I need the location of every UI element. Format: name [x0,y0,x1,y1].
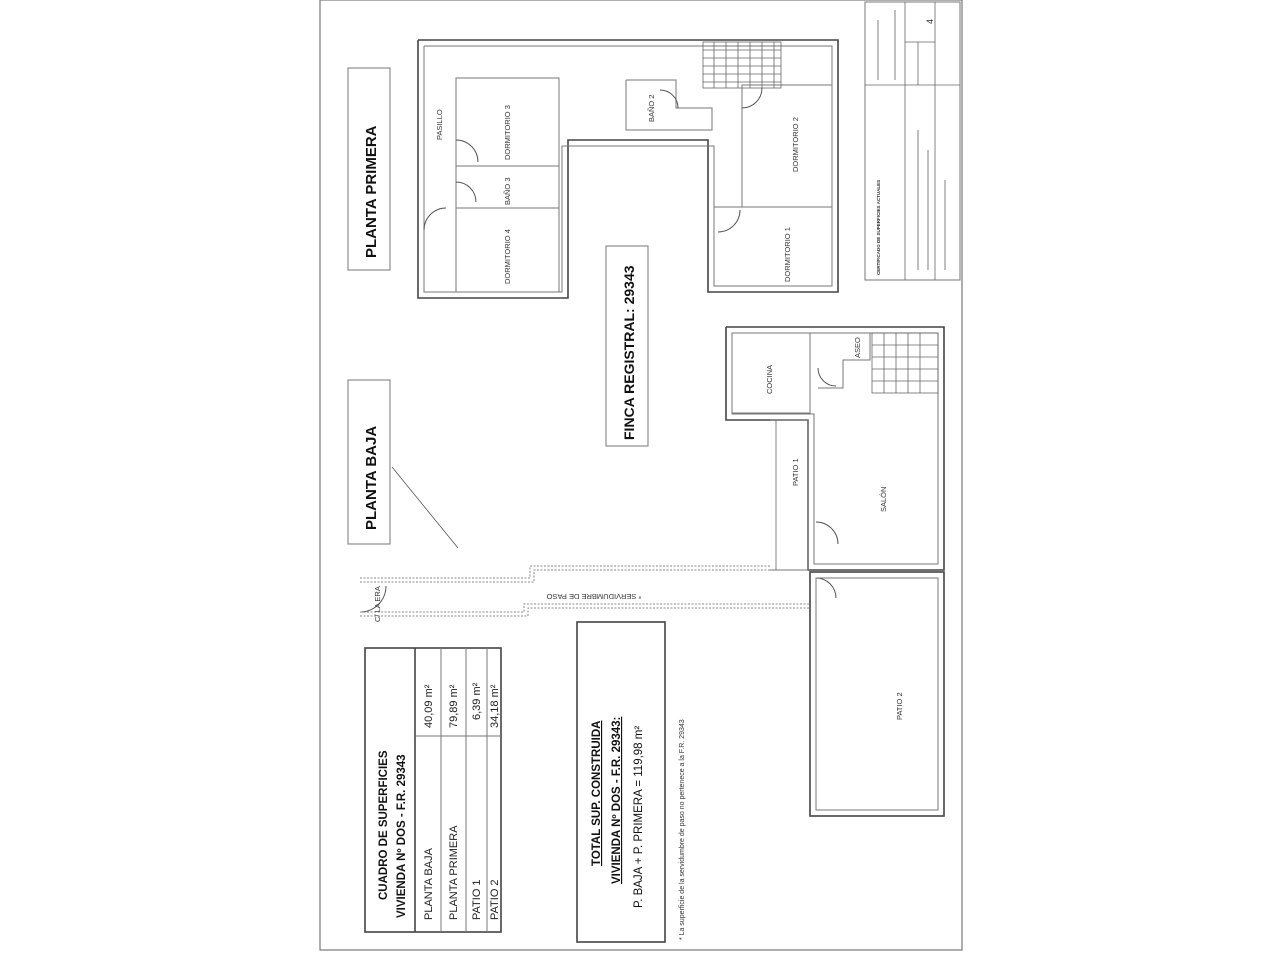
street-label: C/ LA ERA [373,586,382,622]
planta-primera-label: PLANTA PRIMERA [363,125,380,258]
room-cocina: COCINA [765,365,774,394]
table-row-value: 79,89 m² [448,684,460,728]
sheet-number: 4 [925,19,935,24]
table-row-name: PLANTA BAJA [423,847,435,920]
surface-table: CUADRO DE SUPERFICIES VIVIENDA Nº DOS - … [364,647,502,933]
room-patio-1: PATIO 1 [791,458,800,486]
total-box: TOTAL SUP. CONSTRUIDA VIVIENDA Nº DOS - … [576,621,666,943]
table-title-line2: VIVIENDA Nº DOS - F.R. 29343 [396,754,408,918]
table-row-name: PATIO 2 [489,879,501,920]
table-row-name: PATIO 1 [471,879,483,920]
room-dormitorio-1: DORMITORIO 1 [783,227,792,282]
table-row-value: 40,09 m² [423,684,435,728]
section-labels: PLANTA PRIMERA PLANTA BAJA FINCA REGISTR… [347,67,649,545]
room-dormitorio-2: DORMITORIO 2 [791,117,800,172]
room-patio-2: PATIO 2 [895,692,904,720]
title-block: CERTIFICADO DE SUPERFICIES ACTUALES 4 [864,1,961,281]
table-row-name: PLANTA PRIMERA [448,825,460,920]
total-line3: P. BAJA + P. PRIMERA = 119,98 m² [633,726,645,908]
room-pasillo: PASILLO [435,109,444,140]
room-salon: SALÓN [879,487,888,512]
planta-baja-label: PLANTA BAJA [363,426,380,530]
room-dormitorio-4: DORMITORIO 4 [503,229,512,284]
room-bano-3: BAÑO 3 [503,177,512,205]
room-aseo: ASEO [853,337,862,358]
servidumbre-label: * SERVIDUMBRE DE PASO [546,592,641,601]
total-line2: VIVIENDA Nº DOS - F.R. 29343: [611,717,623,884]
finca-registral-label: FINCA REGISTRAL: 29343 [621,265,637,440]
table-row-value: 6,39 m² [471,682,483,720]
room-dormitorio-3: DORMITORIO 3 [503,105,512,160]
room-bano-2: BAÑO 2 [647,94,656,122]
certificate-title: CERTIFICADO DE SUPERFICIES ACTUALES [876,180,881,275]
planta-baja-plan: COCINA ASEO SALÓN PATIO 1 PATIO 2 C/ LA … [360,326,945,817]
planta-primera-plan: PASILLO DORMITORIO 3 BAÑO 3 DORMITORIO 4… [417,39,839,299]
footnote: * La superficie de la servidumbre de pas… [679,719,686,940]
page-frame [319,0,963,951]
total-line1: TOTAL SUP. CONSTRUIDA [591,721,603,866]
table-row-value: 34,18 m² [489,684,501,728]
table-title-line1: CUADRO DE SUPERFICIES [378,750,390,900]
